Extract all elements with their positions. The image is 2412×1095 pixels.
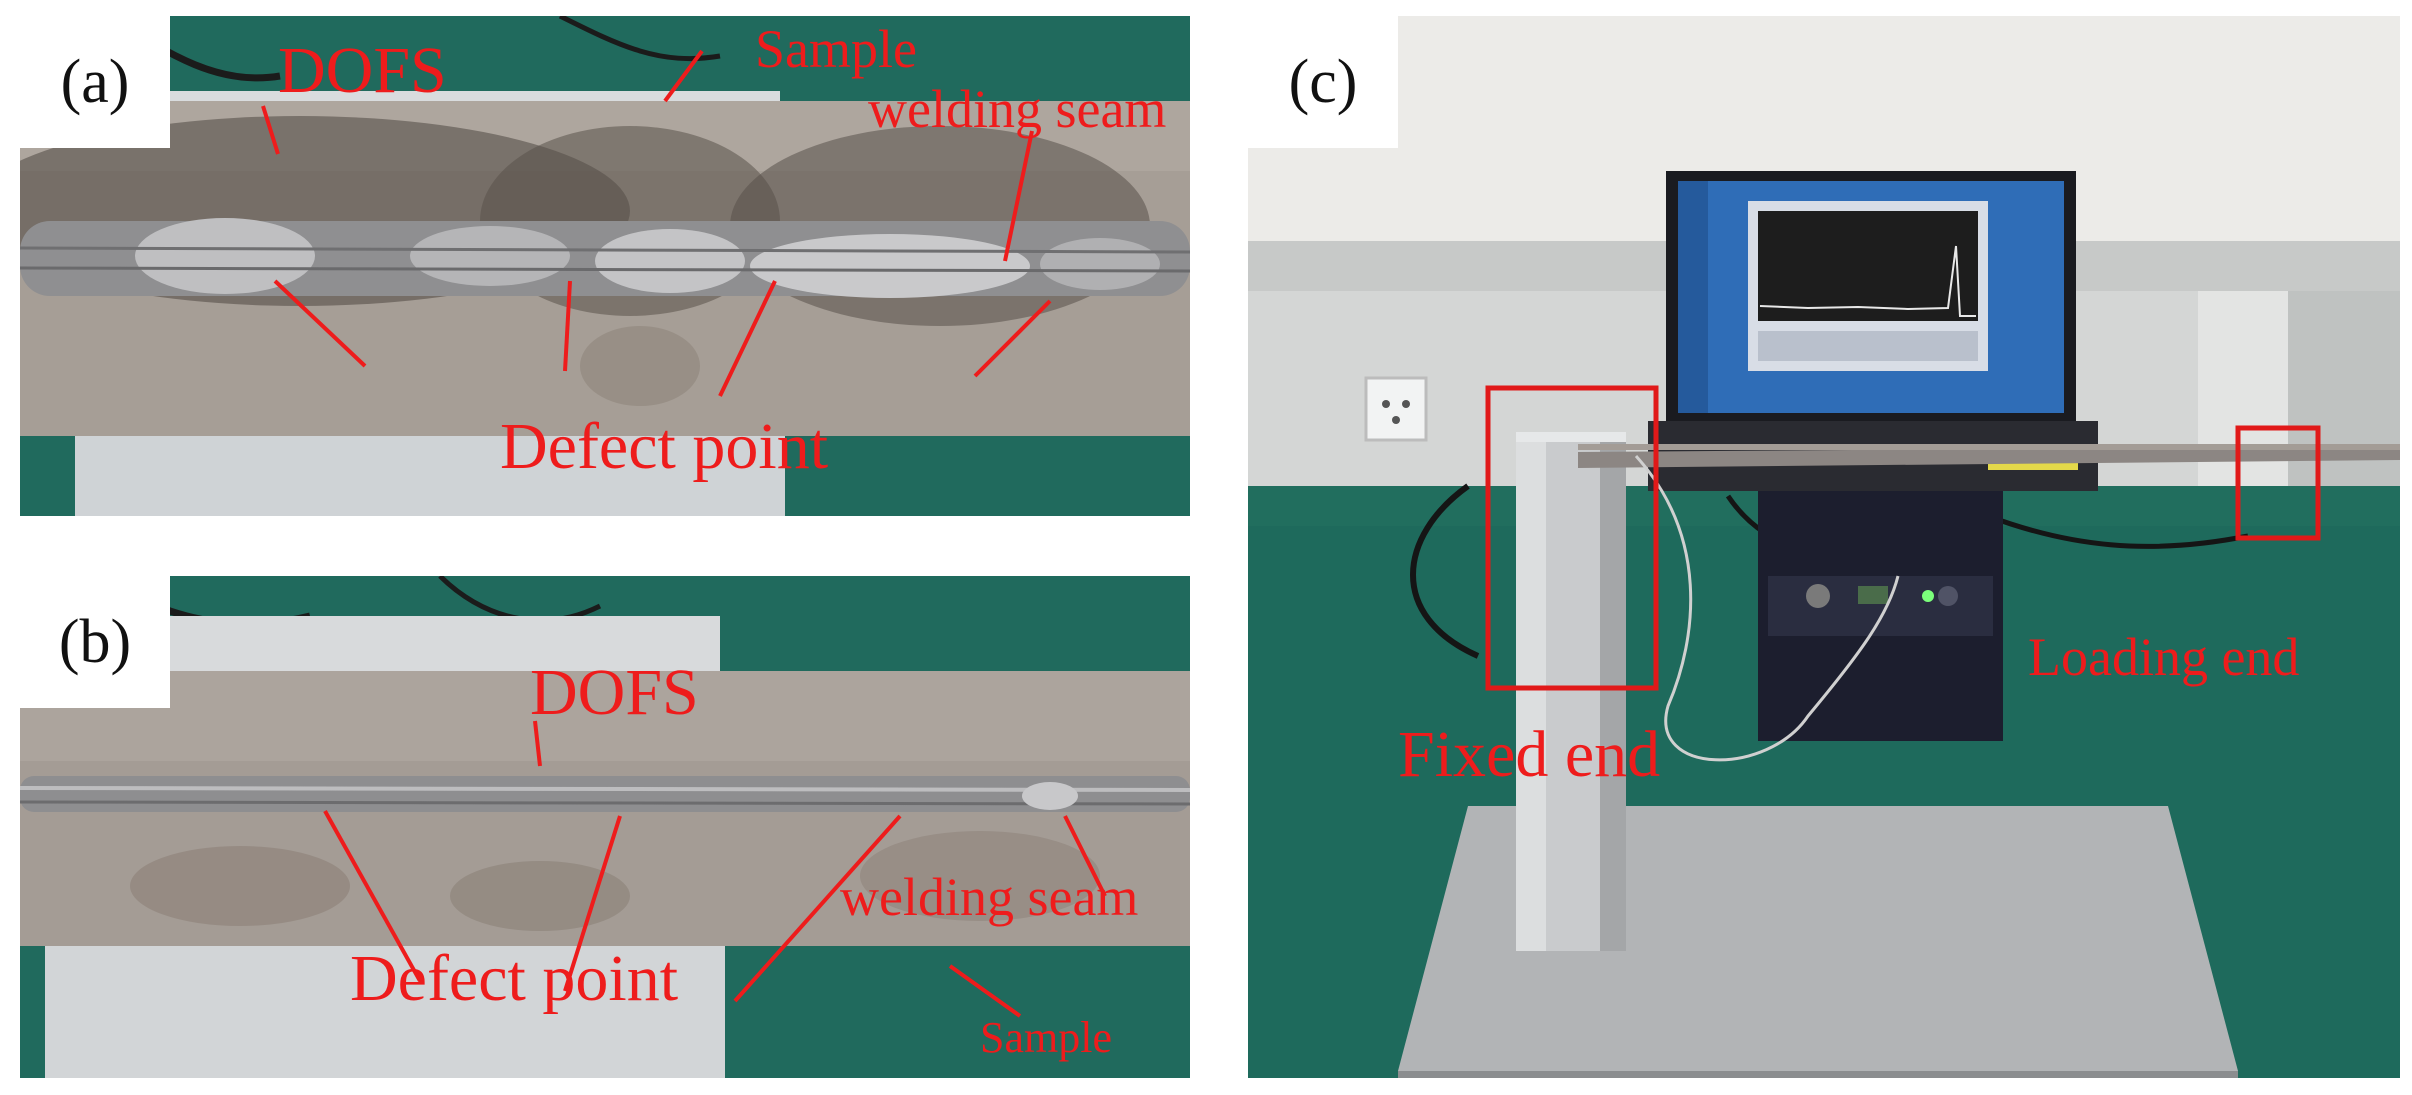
panel-b-photo: (b) DOFS welding seam Defect point Sampl…	[20, 576, 1190, 1078]
annotation-sample-b: Sample	[980, 1013, 1112, 1062]
panel-a-photo: (a) DOFS Sample welding seam Defect poin…	[20, 16, 1190, 516]
panel-c-label: (c)	[1248, 16, 1398, 148]
annotation-defect-point: Defect point	[500, 410, 829, 483]
panel-c-photo: (c) Fixed end Loading end	[1248, 16, 2400, 1078]
annotation-welding-seam: welding seam	[868, 79, 1167, 139]
annotation-fixed-end: Fixed end	[1398, 718, 1661, 791]
annotation-dofs: DOFS	[278, 34, 447, 107]
panel-a-label: (a)	[20, 16, 170, 148]
annotation-sample: Sample	[755, 19, 917, 79]
annotation-loading-end: Loading end	[2028, 627, 2300, 687]
panel-b-label: (b)	[20, 576, 170, 708]
annotation-dofs-b: DOFS	[530, 656, 699, 729]
annotation-defect-point-b: Defect point	[350, 942, 679, 1015]
annotation-welding-seam-b: welding seam	[840, 867, 1139, 927]
